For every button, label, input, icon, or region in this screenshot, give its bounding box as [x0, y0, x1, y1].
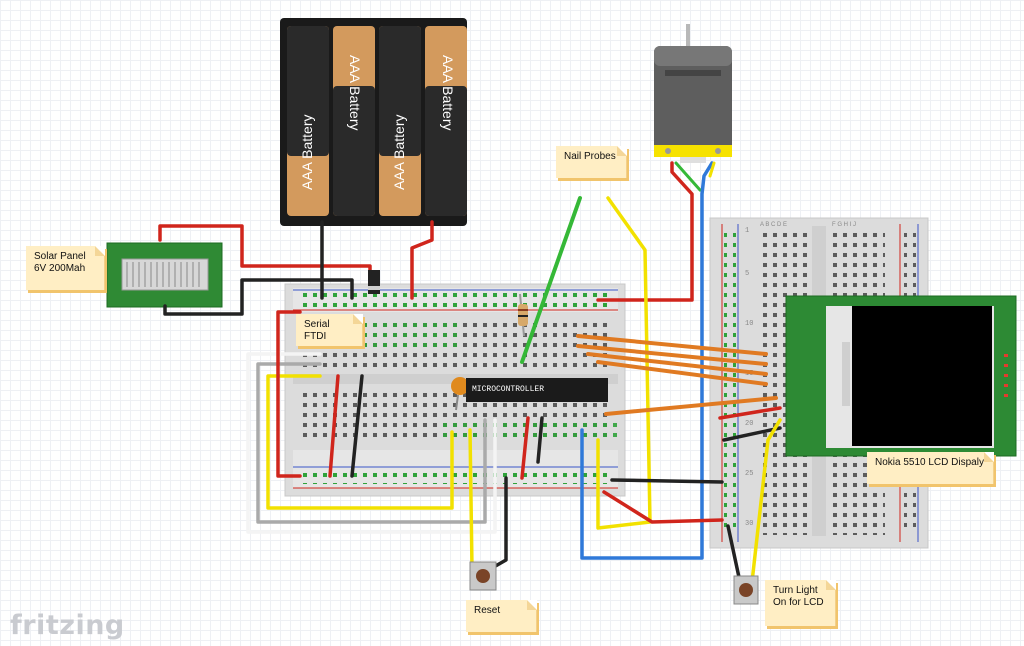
note-serial-ftdi-text: Serial FTDI — [304, 319, 330, 342]
battery-label-2: AAA Battery — [347, 55, 363, 130]
note-serial-ftdi[interactable]: Serial FTDI — [296, 314, 363, 346]
note-nail-probes[interactable]: Nail Probes — [556, 146, 627, 178]
battery-red-wire — [410, 220, 434, 300]
note-solar-panel[interactable]: Solar Panel 6V 200Mah — [26, 246, 105, 290]
row-number-5: 5 — [745, 270, 749, 278]
nokia-lcd-module[interactable] — [785, 295, 1017, 457]
row-number-20: 20 — [745, 420, 753, 428]
note-turn-light[interactable]: Turn Light On for LCD — [765, 580, 836, 626]
motor-red-wire — [596, 161, 694, 302]
column-letters-top-right: F G H I J — [832, 222, 856, 228]
note-solar-panel-text: Solar Panel 6V 200Mah — [34, 251, 86, 274]
capacitor[interactable] — [451, 377, 469, 411]
battery-label-1: AAA Battery — [299, 115, 315, 190]
battery-label-4: AAA Battery — [440, 55, 456, 130]
battery-pack[interactable]: AAA Battery AAA Battery AAA Battery AAA … — [280, 18, 467, 226]
motor-green-lead — [674, 161, 702, 192]
note-reset[interactable]: Reset — [466, 600, 537, 632]
note-turn-light-text: Turn Light On for LCD — [773, 585, 824, 608]
reset-pushbutton[interactable] — [469, 561, 497, 591]
row-number-1: 1 — [745, 227, 749, 235]
motor-yellow-lead — [708, 161, 716, 178]
light-pushbutton[interactable] — [733, 575, 759, 605]
note-nail-probes-text: Nail Probes — [564, 151, 616, 162]
note-lcd-text: Nokia 5510 LCD Dispaly — [875, 457, 984, 468]
solar-black-wire — [163, 278, 354, 316]
resistor[interactable] — [518, 293, 528, 337]
row-number-25: 25 — [745, 470, 753, 478]
microcontroller-chip[interactable]: MICROCONTROLLER — [466, 378, 608, 402]
microcontroller-label: MICROCONTROLLER — [472, 385, 544, 394]
note-reset-text: Reset — [474, 605, 501, 616]
note-lcd[interactable]: Nokia 5510 LCD Dispaly — [867, 452, 994, 484]
battery-label-3: AAA Battery — [391, 115, 407, 190]
fritzing-logo: fritzing — [10, 610, 125, 641]
row-number-10: 10 — [745, 320, 753, 328]
diode[interactable] — [368, 270, 380, 294]
dc-motor[interactable] — [654, 24, 732, 163]
probe-green-wire — [520, 196, 582, 364]
solar-panel[interactable] — [106, 242, 223, 308]
row-number-30: 30 — [745, 520, 753, 528]
column-letters-top: A B C D E — [760, 222, 787, 228]
